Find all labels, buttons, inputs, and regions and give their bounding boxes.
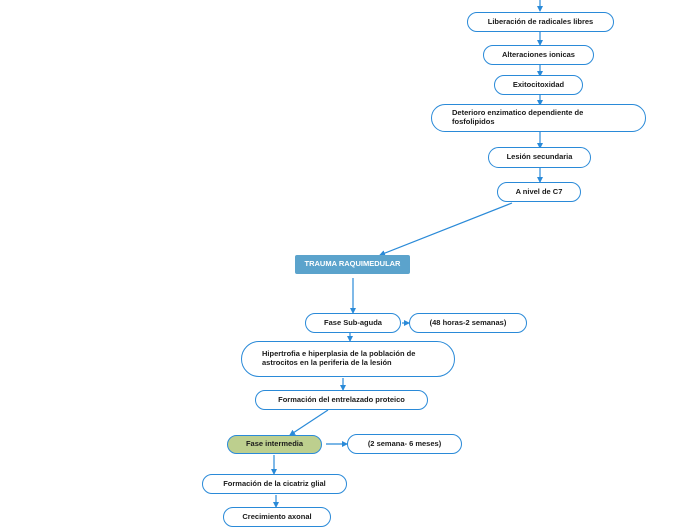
node-trauma-raquimedular[interactable]: TRAUMA RAQUIMEDULAR [295,255,410,274]
node-intermedia-tiempo[interactable]: (2 semana- 6 meses) [347,434,462,454]
node-subaguda-tiempo[interactable]: (48 horas-2 semanas) [409,313,527,333]
node-fase-subaguda[interactable]: Fase Sub-aguda [305,313,401,333]
node-nivel[interactable]: A nivel de C7 [497,182,581,202]
node-formacion-entrelazado[interactable]: Formación del entrelazado proteico [255,390,428,410]
node-alteraciones[interactable]: Alteraciones ionicas [483,45,594,65]
node-cicatriz-glial[interactable]: Formación de la cicatriz glial [202,474,347,494]
node-fase-intermedia[interactable]: Fase intermedia [227,435,322,454]
connector-entrelazado-intermedia [289,409,329,436]
connector-nivel-trauma [379,202,513,256]
node-lesion[interactable]: Lesión secundaria [488,147,591,168]
node-hipertrofia[interactable]: Hipertrofia e hiperplasia de la població… [241,341,455,377]
node-liberacion[interactable]: Liberación de radicales libres [467,12,614,32]
node-crecimiento-axonal[interactable]: Crecimiento axonal [223,507,331,527]
node-exitocitoxidad[interactable]: Exitocitoxidad [494,75,583,95]
node-deterioro[interactable]: Deterioro enzimatico dependiente de fosf… [431,104,646,132]
